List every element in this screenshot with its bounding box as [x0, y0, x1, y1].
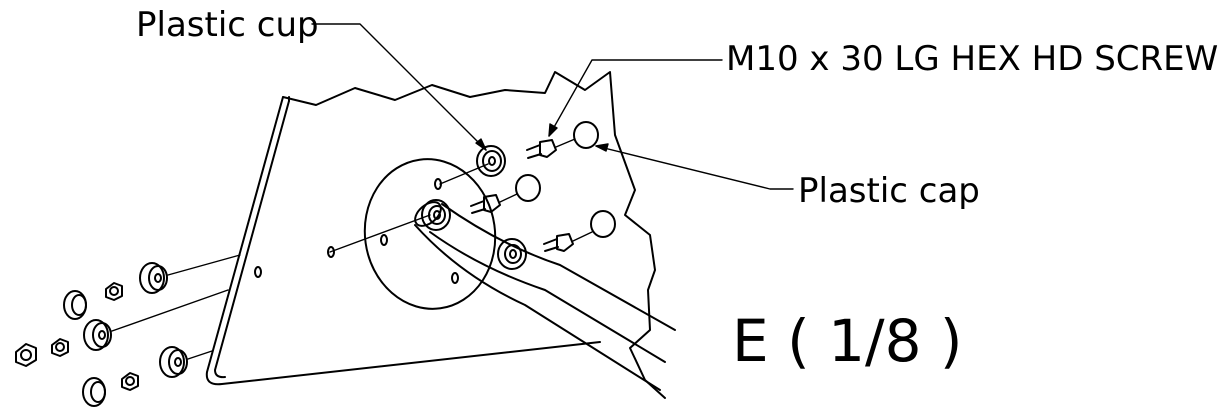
leader-screw [548, 59, 723, 137]
leader-plastic-cup [311, 23, 487, 151]
step-label: E ( 1/8 ) [732, 307, 963, 375]
fasteners [327, 121, 616, 270]
leader-plastic-cap [595, 145, 794, 190]
tube [414, 201, 676, 391]
hub-plate [363, 158, 497, 310]
nut-washer-stacks [15, 254, 241, 407]
leader-lines [311, 23, 794, 190]
plastic-cup-label: Plastic cup [136, 5, 319, 45]
mounting-panel [205, 71, 666, 399]
plastic-cap-label: Plastic cap [798, 171, 980, 211]
screw-label: M10 x 30 LG HEX HD SCREW [726, 39, 1219, 79]
